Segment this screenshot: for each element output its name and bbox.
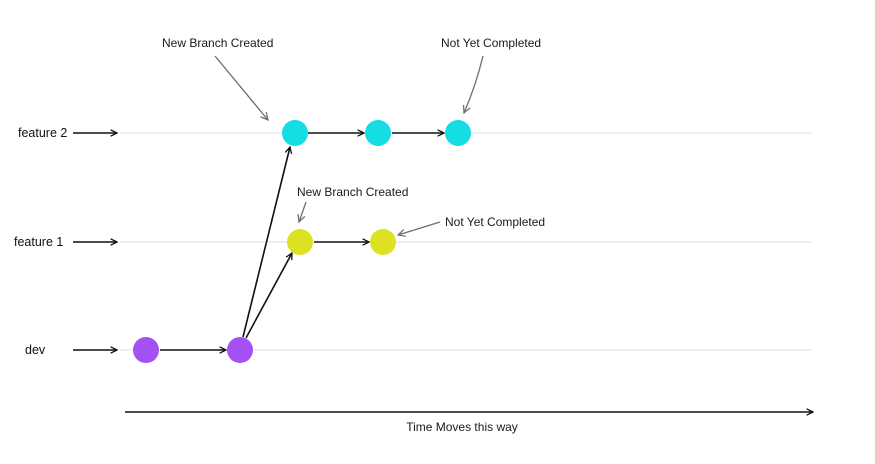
annotation-arrow-feature1-new-branch bbox=[299, 201, 307, 222]
branch-label-feature1: feature 1 bbox=[14, 235, 63, 249]
branch-arrow-dev-to-feature2 bbox=[242, 147, 290, 338]
branch-label-feature2: feature 2 bbox=[18, 126, 67, 140]
commit-node-feature2-3 bbox=[445, 120, 471, 146]
annotation-feature1-not-completed: Not Yet Completed bbox=[445, 215, 545, 229]
commit-node-feature1-1 bbox=[287, 229, 313, 255]
commit-node-dev-1 bbox=[133, 337, 159, 363]
annotation-feature2-new-branch: New Branch Created bbox=[162, 36, 273, 50]
commit-node-feature2-2 bbox=[365, 120, 391, 146]
branch-label-dev: dev bbox=[25, 343, 46, 357]
annotation-arrow-feature1-not-completed bbox=[398, 221, 441, 235]
branch-arrow-dev-to-feature1 bbox=[245, 253, 293, 339]
commit-node-feature2-1 bbox=[282, 120, 308, 146]
annotation-feature1-new-branch: New Branch Created bbox=[297, 185, 408, 199]
commit-node-feature1-2 bbox=[370, 229, 396, 255]
annotation-arrow-feature2-not-completed bbox=[464, 55, 484, 113]
annotation-feature2-not-completed: Not Yet Completed bbox=[441, 36, 541, 50]
annotation-arrow-feature2-new-branch bbox=[214, 55, 268, 120]
timeline-label: Time Moves this way bbox=[406, 420, 518, 434]
commit-node-dev-2 bbox=[227, 337, 253, 363]
